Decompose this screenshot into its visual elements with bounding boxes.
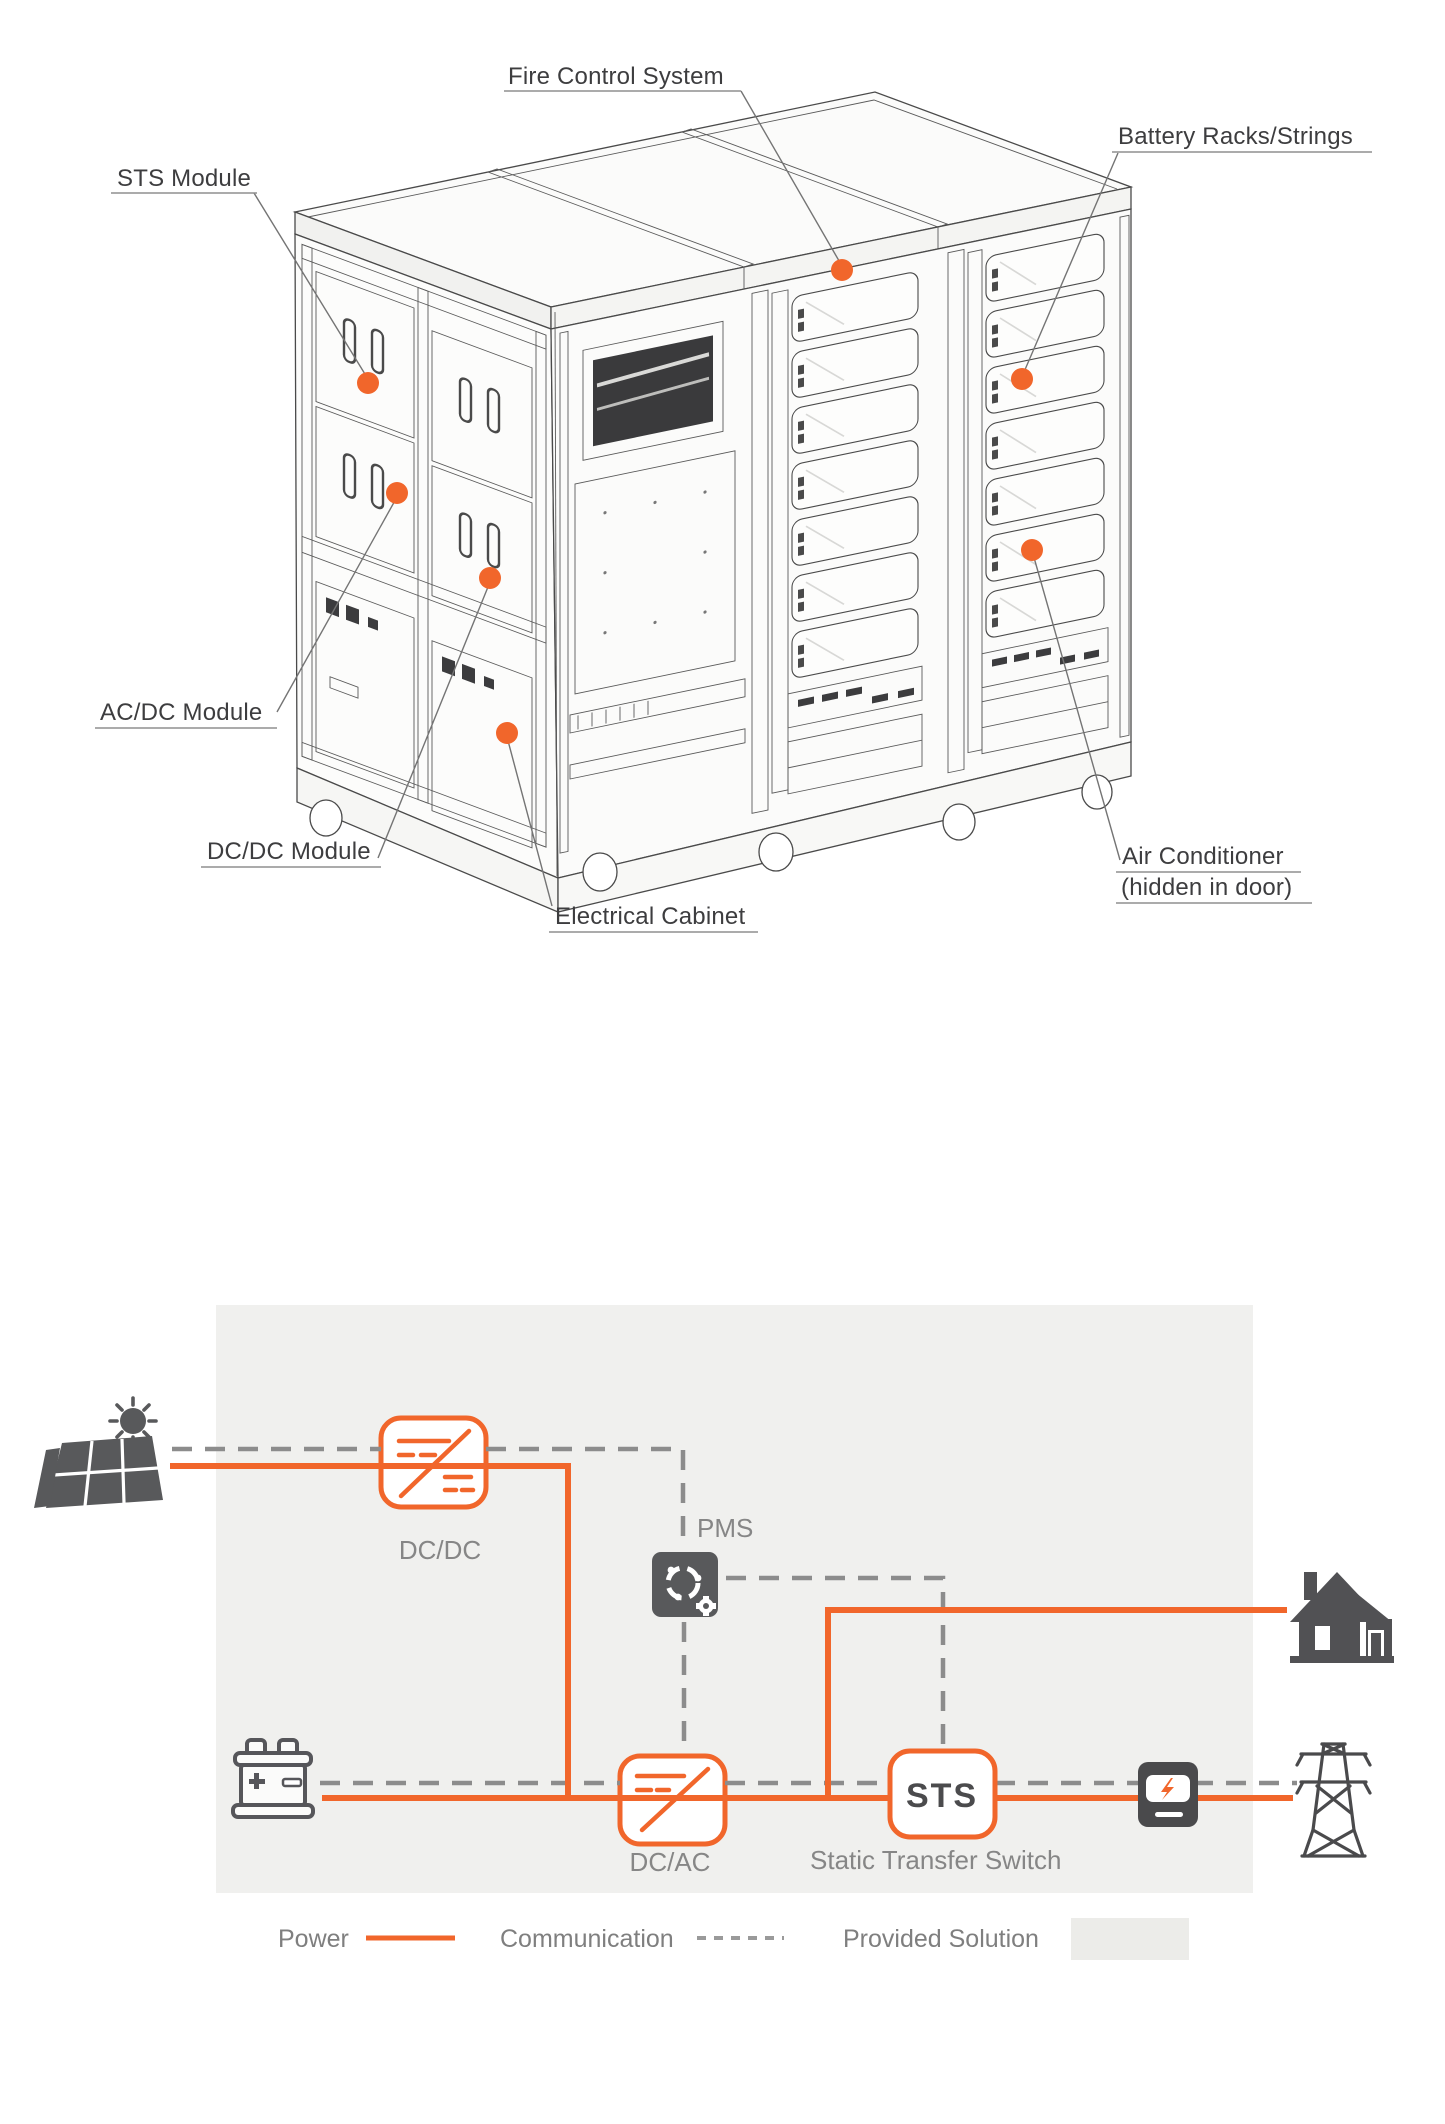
provided-solution-panel [216,1305,1253,1893]
callout-leaders [253,90,1121,907]
label-air-conditioner-line2: (hidden in door) [1121,874,1292,901]
dcac-caption: DC/AC [630,1847,711,1877]
cabinet-foot [942,803,976,841]
converter-module-stack [315,270,533,634]
left-face-interior [301,243,547,849]
roof-seam [486,168,755,268]
dot-dcdc-module [479,567,501,589]
power-line-pv-to-bus [170,1463,571,1798]
sts-box [887,1748,998,1840]
legend-provided-solution-swatch [1071,1918,1189,1960]
callout-dots [357,259,1043,744]
pms-caption: PMS [697,1513,753,1543]
cabinet-foot [1081,774,1113,810]
cabinet-left-face [294,233,559,879]
sts-box-label: STS [906,1777,978,1815]
label-sts-module: STS Module [117,165,251,192]
cabinet-front-face [550,208,1132,879]
house-icon [1290,1572,1394,1663]
legend: Power Communication Provided Solution [278,1918,1189,1960]
label-battery-racks: Battery Racks/Strings [1118,123,1353,150]
dot-battery-racks [1011,368,1033,390]
label-dcdc-module: DC/DC Module [207,838,371,865]
system-flow-diagram: STS [34,1305,1394,1960]
dot-electrical-cabinet [496,722,518,744]
legend-communication-label: Communication [500,1925,674,1953]
label-air-conditioner: Air Conditioner [1122,843,1284,870]
dot-sts-module [357,372,379,394]
dot-fire-control-system [831,259,853,281]
dcdc-caption: DC/DC [399,1535,481,1565]
battery-cabinet [967,231,1109,755]
cabinet-roof [292,91,1134,330]
label-electrical-cabinet: Electrical Cabinet [555,903,745,930]
solar-panel-icon [34,1396,163,1508]
cabinet-foot [758,832,794,872]
cabinet-foot [582,852,618,892]
pms-controller-icon [652,1552,718,1617]
battery-icon [231,1738,315,1819]
front-face-interior [559,214,1130,854]
roof-seam [680,128,949,228]
cabinet-illustration: Fire Control System Battery Racks/String… [95,63,1372,933]
legend-provided-solution-label: Provided Solution [843,1925,1039,1953]
transmission-tower-icon [1295,1742,1372,1858]
dot-air-conditioner [1021,539,1043,561]
dot-acdc-module [386,482,408,504]
callout-labels: Fire Control System Battery Racks/String… [95,63,1372,933]
sts-caption: Static Transfer Switch [810,1845,1061,1875]
power-line-to-house [825,1607,1287,1798]
label-acdc-module: AC/DC Module [100,699,262,726]
battery-cabinet [771,270,923,795]
cabinet-foot [309,799,343,837]
electrical-section [569,320,746,780]
energy-meter-icon [1138,1762,1198,1827]
legend-power-label: Power [278,1925,349,1953]
label-fire-control-system: Fire Control System [508,63,724,90]
cabinet-base [296,741,1132,913]
